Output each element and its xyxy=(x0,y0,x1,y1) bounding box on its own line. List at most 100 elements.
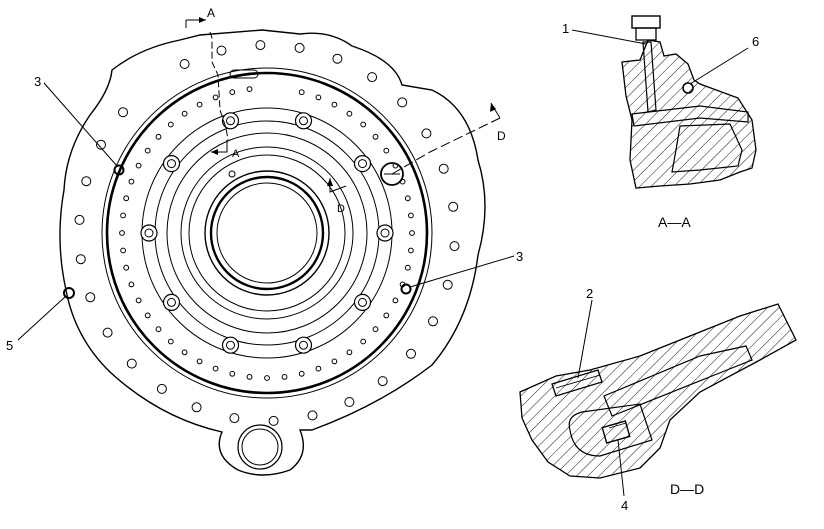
label-part-4: 4 xyxy=(621,498,628,513)
outer-flange-hole xyxy=(294,42,305,53)
ring-small-hole xyxy=(167,121,174,128)
ring-small-hole xyxy=(246,374,253,380)
ring-small-hole xyxy=(128,281,135,288)
ring-outer-thin xyxy=(101,67,433,399)
label-part-1: 1 xyxy=(562,21,569,36)
flange-outline xyxy=(59,29,486,476)
ring-small-hole xyxy=(167,338,174,345)
plug-circle xyxy=(380,162,404,186)
lower-boss-hole-inner xyxy=(241,428,279,466)
outer-flange-hole xyxy=(428,316,438,327)
bolt-hole-inner xyxy=(358,159,367,169)
ring-small-hole xyxy=(315,365,322,372)
oil-hole-5 xyxy=(63,287,75,299)
bore-bold xyxy=(209,175,325,291)
aa-body xyxy=(621,39,757,189)
leader-4 xyxy=(617,439,625,497)
leader-2 xyxy=(577,299,593,379)
outer-flange-hole xyxy=(126,358,137,369)
ring-small-hole xyxy=(409,230,415,236)
ring-small-hole xyxy=(212,365,219,372)
ring-small-hole xyxy=(123,264,130,271)
arrow-a-inner xyxy=(211,140,228,153)
ring-outer-bold xyxy=(105,71,429,395)
oil-hole-3-left xyxy=(113,164,125,176)
dd-pin xyxy=(551,369,603,397)
ring-small-hole xyxy=(144,147,151,154)
ring-small-hole xyxy=(408,212,414,219)
outer-flange-hole xyxy=(332,53,343,64)
ring-inner-2 xyxy=(166,132,368,334)
aa-cap-neck xyxy=(635,27,657,41)
outer-flange-hole xyxy=(307,410,318,421)
outer-flange-hole xyxy=(96,139,106,150)
bolt-hole-inner xyxy=(226,116,235,126)
ring-small-hole xyxy=(155,133,162,140)
outer-flange-hole xyxy=(367,72,378,83)
dd-plug-line xyxy=(608,422,627,429)
bore-mark xyxy=(228,170,236,178)
aa-cap xyxy=(631,15,661,29)
ring-inner-4 xyxy=(188,154,346,312)
ring-small-hole xyxy=(229,370,236,377)
bolt-hole-inner xyxy=(226,340,235,350)
ring-small-hole xyxy=(135,162,142,169)
ring-small-hole xyxy=(360,338,367,345)
outer-flange-hole xyxy=(344,397,355,407)
outer-flange-hole xyxy=(397,97,408,108)
outer-flange-hole xyxy=(438,163,449,174)
aa-horizontal-passage xyxy=(631,105,749,127)
label-part-5: 5 xyxy=(6,338,13,353)
outer-flange-hole xyxy=(102,327,113,338)
ring-small-hole xyxy=(331,358,338,365)
bolt-hole-inner xyxy=(167,297,176,307)
oil-hole-3-right xyxy=(400,283,412,295)
aa-cavity xyxy=(671,123,743,173)
ring-small-hole xyxy=(123,195,130,202)
ring-small-hole xyxy=(155,326,162,333)
label-part-3-right: 3 xyxy=(516,249,523,264)
bolt-hole-inner xyxy=(144,228,154,238)
ring-small-hole xyxy=(372,133,379,140)
ring-small-hole xyxy=(298,89,305,96)
outer-flange-hole xyxy=(179,59,190,69)
dd-pin-line xyxy=(555,374,601,389)
outer-flange-hole xyxy=(448,201,459,212)
bolt-hole-inner xyxy=(167,159,176,169)
ring-bolt-circle xyxy=(141,107,393,359)
arrow-d-right-head xyxy=(490,103,496,112)
caption-section-dd: D—D xyxy=(670,481,704,497)
section-dd-view: 2 4 D—D xyxy=(519,286,797,513)
top-slot xyxy=(229,69,259,79)
ring-small-hole xyxy=(196,358,203,365)
dd-body xyxy=(519,303,797,479)
bolt-hole-inner xyxy=(299,340,308,350)
ring-small-hole xyxy=(298,370,305,377)
outer-flange-holes xyxy=(74,40,460,426)
ring-small-hole xyxy=(120,247,126,254)
main-flange-view: A A D D 3 3 5 xyxy=(6,6,523,476)
mark-a-inner: A xyxy=(232,148,240,160)
ring-small-hole xyxy=(181,349,188,356)
ring-small-hole xyxy=(404,264,411,271)
bolt-hole-inner xyxy=(358,297,367,307)
ring-small-hole xyxy=(119,230,125,236)
label-part-6: 6 xyxy=(752,34,759,49)
ring-small-hole xyxy=(360,121,367,128)
outer-flange-hole xyxy=(81,176,92,187)
ring-small-hole xyxy=(212,94,219,101)
section-line-d xyxy=(391,117,501,175)
leader-6 xyxy=(689,47,749,85)
outer-flange-hole xyxy=(449,241,460,252)
ring-small-hole xyxy=(144,312,151,319)
ring-small-hole xyxy=(346,349,353,356)
ring-small-hole xyxy=(404,195,411,202)
ring-small-hole xyxy=(392,297,399,304)
leader-5 xyxy=(17,295,67,341)
outer-flange-hole xyxy=(118,107,128,118)
bolt-hole-inner xyxy=(299,116,308,126)
ring-small-hole xyxy=(120,212,126,219)
ring-small-holes xyxy=(119,86,415,381)
